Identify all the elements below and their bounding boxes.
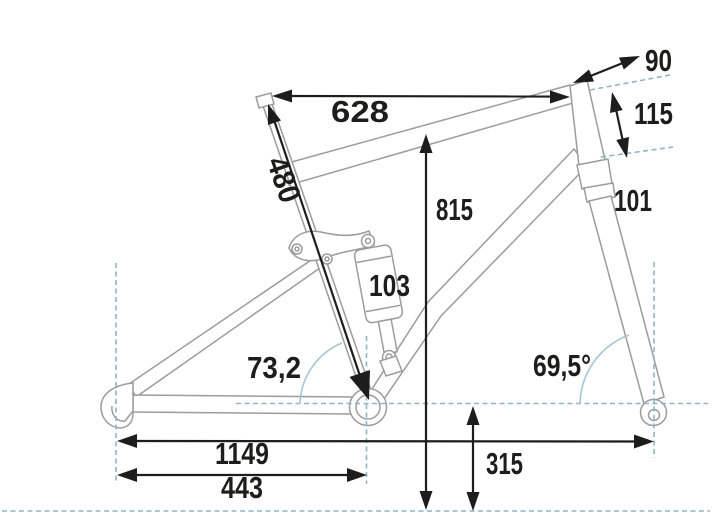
rocker-pivot-front-hole — [294, 246, 300, 252]
frame-fork-leg — [588, 195, 665, 405]
reference-head-tube-lower — [600, 146, 674, 158]
frame-chainstay — [132, 394, 355, 415]
label-chainstay: 443 — [221, 470, 263, 505]
dim-standover — [419, 134, 433, 510]
dim-top-tube — [272, 89, 570, 104]
label-fork: 101 — [614, 183, 652, 218]
label-standover: 815 — [436, 192, 473, 227]
rocker-pivot-front — [291, 243, 303, 255]
label-top-tube: 628 — [331, 94, 389, 129]
dim-wheelbase — [117, 434, 654, 449]
label-head-angle: 69,5° — [533, 348, 591, 383]
label-stem: 90 — [645, 43, 672, 78]
label-shock: 103 — [369, 268, 410, 303]
dim-head-tube — [610, 92, 629, 158]
rocker-pivot-mid — [321, 253, 333, 265]
label-bb-height: 315 — [486, 446, 523, 481]
reference-lines — [2, 74, 710, 512]
seat-angle-arc — [299, 342, 343, 404]
frame-seat-collar — [255, 92, 275, 109]
dim-bb-height — [466, 406, 480, 511]
label-wheelbase: 1149 — [215, 436, 269, 471]
label-head-tube: 115 — [634, 96, 673, 131]
rocker-pivot-shock — [360, 233, 376, 249]
dimensions — [117, 56, 654, 511]
head-angle-arc — [579, 334, 630, 405]
frame-rear-dropout — [100, 382, 134, 429]
dim-seat-tube — [268, 104, 370, 400]
frame-shock — [353, 244, 404, 355]
dim-chainstay — [117, 468, 367, 482]
frame-shock-mount — [379, 355, 403, 377]
dim-stem — [573, 56, 640, 83]
rocker-pivot-mid-hole — [324, 256, 330, 262]
rocker-pivot-shock-hole — [364, 237, 372, 245]
label-seat-angle: 73,2 — [247, 350, 301, 385]
dimension-labels: 628 90 115 101 480 815 103 73,2 69,5° 11… — [215, 43, 673, 505]
